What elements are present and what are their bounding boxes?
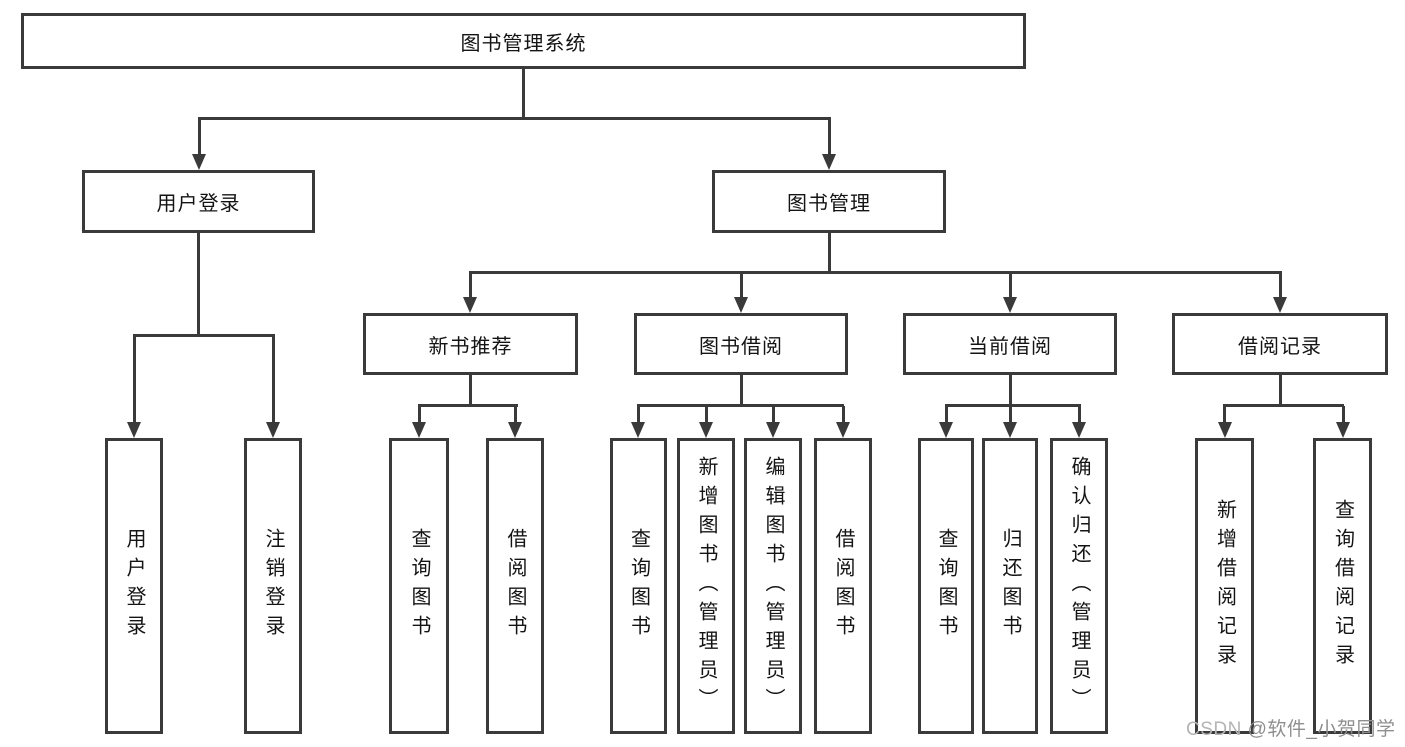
leaf-borrow-book-recommend: 借阅图书 — [486, 438, 544, 734]
arrowhead-icon — [127, 422, 141, 438]
node-book-management: 图书管理 — [712, 170, 946, 233]
connector-line — [418, 404, 518, 407]
connector-line — [1223, 404, 1344, 407]
connector-line — [418, 406, 421, 424]
arrowhead-icon — [1218, 422, 1232, 438]
arrowhead-icon — [766, 422, 780, 438]
leaf-label: 借阅图书 — [504, 528, 526, 644]
node-root-label: 图书管理系统 — [460, 32, 587, 55]
connector-line — [637, 406, 640, 424]
connector-line — [1009, 375, 1012, 407]
node-root: 图书管理系统 — [21, 13, 1026, 69]
leaf-label: 用户登录 — [123, 528, 145, 644]
leaf-edit-book-admin: 编辑图书（管理员） — [744, 438, 802, 734]
connector-line — [1223, 406, 1226, 424]
leaf-label: 注销登录 — [262, 528, 284, 644]
arrowhead-icon — [192, 154, 206, 170]
connector-line — [828, 233, 831, 274]
leaf-label: 查询图书 — [627, 528, 650, 644]
node-book-borrow: 图书借阅 — [634, 313, 848, 375]
connector-line — [522, 69, 525, 120]
leaf-user-login: 用户登录 — [105, 438, 163, 734]
connector-line — [469, 271, 1282, 274]
arrowhead-icon — [463, 297, 477, 313]
connector-line — [1342, 406, 1345, 424]
node-book-management-label: 图书管理 — [787, 193, 871, 215]
leaf-label: 新增借阅记录 — [1213, 499, 1236, 673]
connector-line — [469, 375, 472, 407]
connector-line — [945, 404, 1081, 407]
connector-line — [514, 406, 517, 424]
leaf-label: 归还图书 — [999, 528, 1021, 644]
connector-line — [772, 406, 775, 424]
arrowhead-icon — [266, 422, 280, 438]
leaf-add-book-admin: 新增图书（管理员） — [677, 438, 735, 734]
arrowhead-icon — [699, 422, 713, 438]
leaf-label: 查询图书 — [935, 528, 957, 644]
leaf-query-current: 查询图书 — [918, 438, 974, 734]
watermark: CSDN @软件_小贺同学 — [1186, 714, 1395, 741]
arrowhead-icon — [412, 422, 426, 438]
leaf-query-book-recommend: 查询图书 — [389, 438, 449, 734]
connector-line — [1009, 273, 1012, 299]
leaf-label: 确认归还（管理员） — [1068, 455, 1090, 717]
leaf-label: 查询借阅记录 — [1331, 499, 1354, 673]
leaf-return-book: 归还图书 — [982, 438, 1038, 734]
connector-line — [705, 406, 708, 424]
node-borrow-record-label: 借阅记录 — [1238, 335, 1322, 358]
arrowhead-icon — [822, 154, 836, 170]
arrowhead-icon — [1336, 422, 1350, 438]
node-borrow-record: 借阅记录 — [1172, 313, 1388, 375]
connector-line — [1279, 375, 1282, 407]
leaf-borrow-book: 借阅图书 — [814, 438, 872, 734]
leaf-query-borrow-record: 查询借阅记录 — [1313, 438, 1372, 734]
connector-line — [740, 375, 743, 407]
node-new-book-recommend: 新书推荐 — [363, 313, 578, 375]
node-new-book-recommend-label: 新书推荐 — [428, 335, 513, 358]
arrowhead-icon — [939, 422, 953, 438]
leaf-label: 编辑图书（管理员） — [762, 455, 784, 717]
watermark-prefix: CSDN — [1186, 719, 1248, 740]
connector-line — [197, 233, 200, 336]
leaf-label: 借阅图书 — [832, 528, 854, 644]
node-user-login-label: 用户登录 — [156, 193, 241, 215]
connector-line — [828, 119, 831, 156]
connector-line — [637, 404, 844, 407]
connector-line — [1279, 273, 1282, 299]
leaf-label: 查询图书 — [408, 528, 430, 644]
connector-line — [272, 336, 275, 424]
arrowhead-icon — [1003, 297, 1017, 313]
leaf-confirm-return-admin: 确认归还（管理员） — [1050, 438, 1108, 734]
connector-line — [1078, 406, 1081, 424]
connector-line — [469, 273, 472, 299]
node-current-borrow-label: 当前借阅 — [968, 335, 1052, 358]
arrowhead-icon — [836, 422, 850, 438]
connector-line — [133, 336, 136, 424]
connector-line — [198, 119, 201, 156]
arrowhead-icon — [1273, 297, 1287, 313]
arrowhead-icon — [631, 422, 645, 438]
connector-line — [1009, 406, 1012, 424]
connector-line — [133, 334, 275, 337]
connector-line — [198, 117, 831, 120]
arrowhead-icon — [1003, 422, 1017, 438]
leaf-query-book: 查询图书 — [610, 438, 667, 734]
watermark-handle: @软件_小贺同学 — [1247, 719, 1396, 740]
leaf-label: 新增图书（管理员） — [695, 455, 717, 717]
node-book-borrow-label: 图书借阅 — [699, 335, 783, 358]
leaf-logout: 注销登录 — [244, 438, 302, 734]
arrowhead-icon — [508, 422, 522, 438]
connector-line — [945, 406, 948, 424]
connector-line — [842, 406, 845, 424]
node-current-borrow: 当前借阅 — [903, 313, 1117, 375]
leaf-add-borrow-record: 新增借阅记录 — [1195, 438, 1254, 734]
node-user-login: 用户登录 — [82, 170, 315, 233]
arrowhead-icon — [1072, 422, 1086, 438]
connector-line — [740, 273, 743, 299]
arrowhead-icon — [734, 297, 748, 313]
